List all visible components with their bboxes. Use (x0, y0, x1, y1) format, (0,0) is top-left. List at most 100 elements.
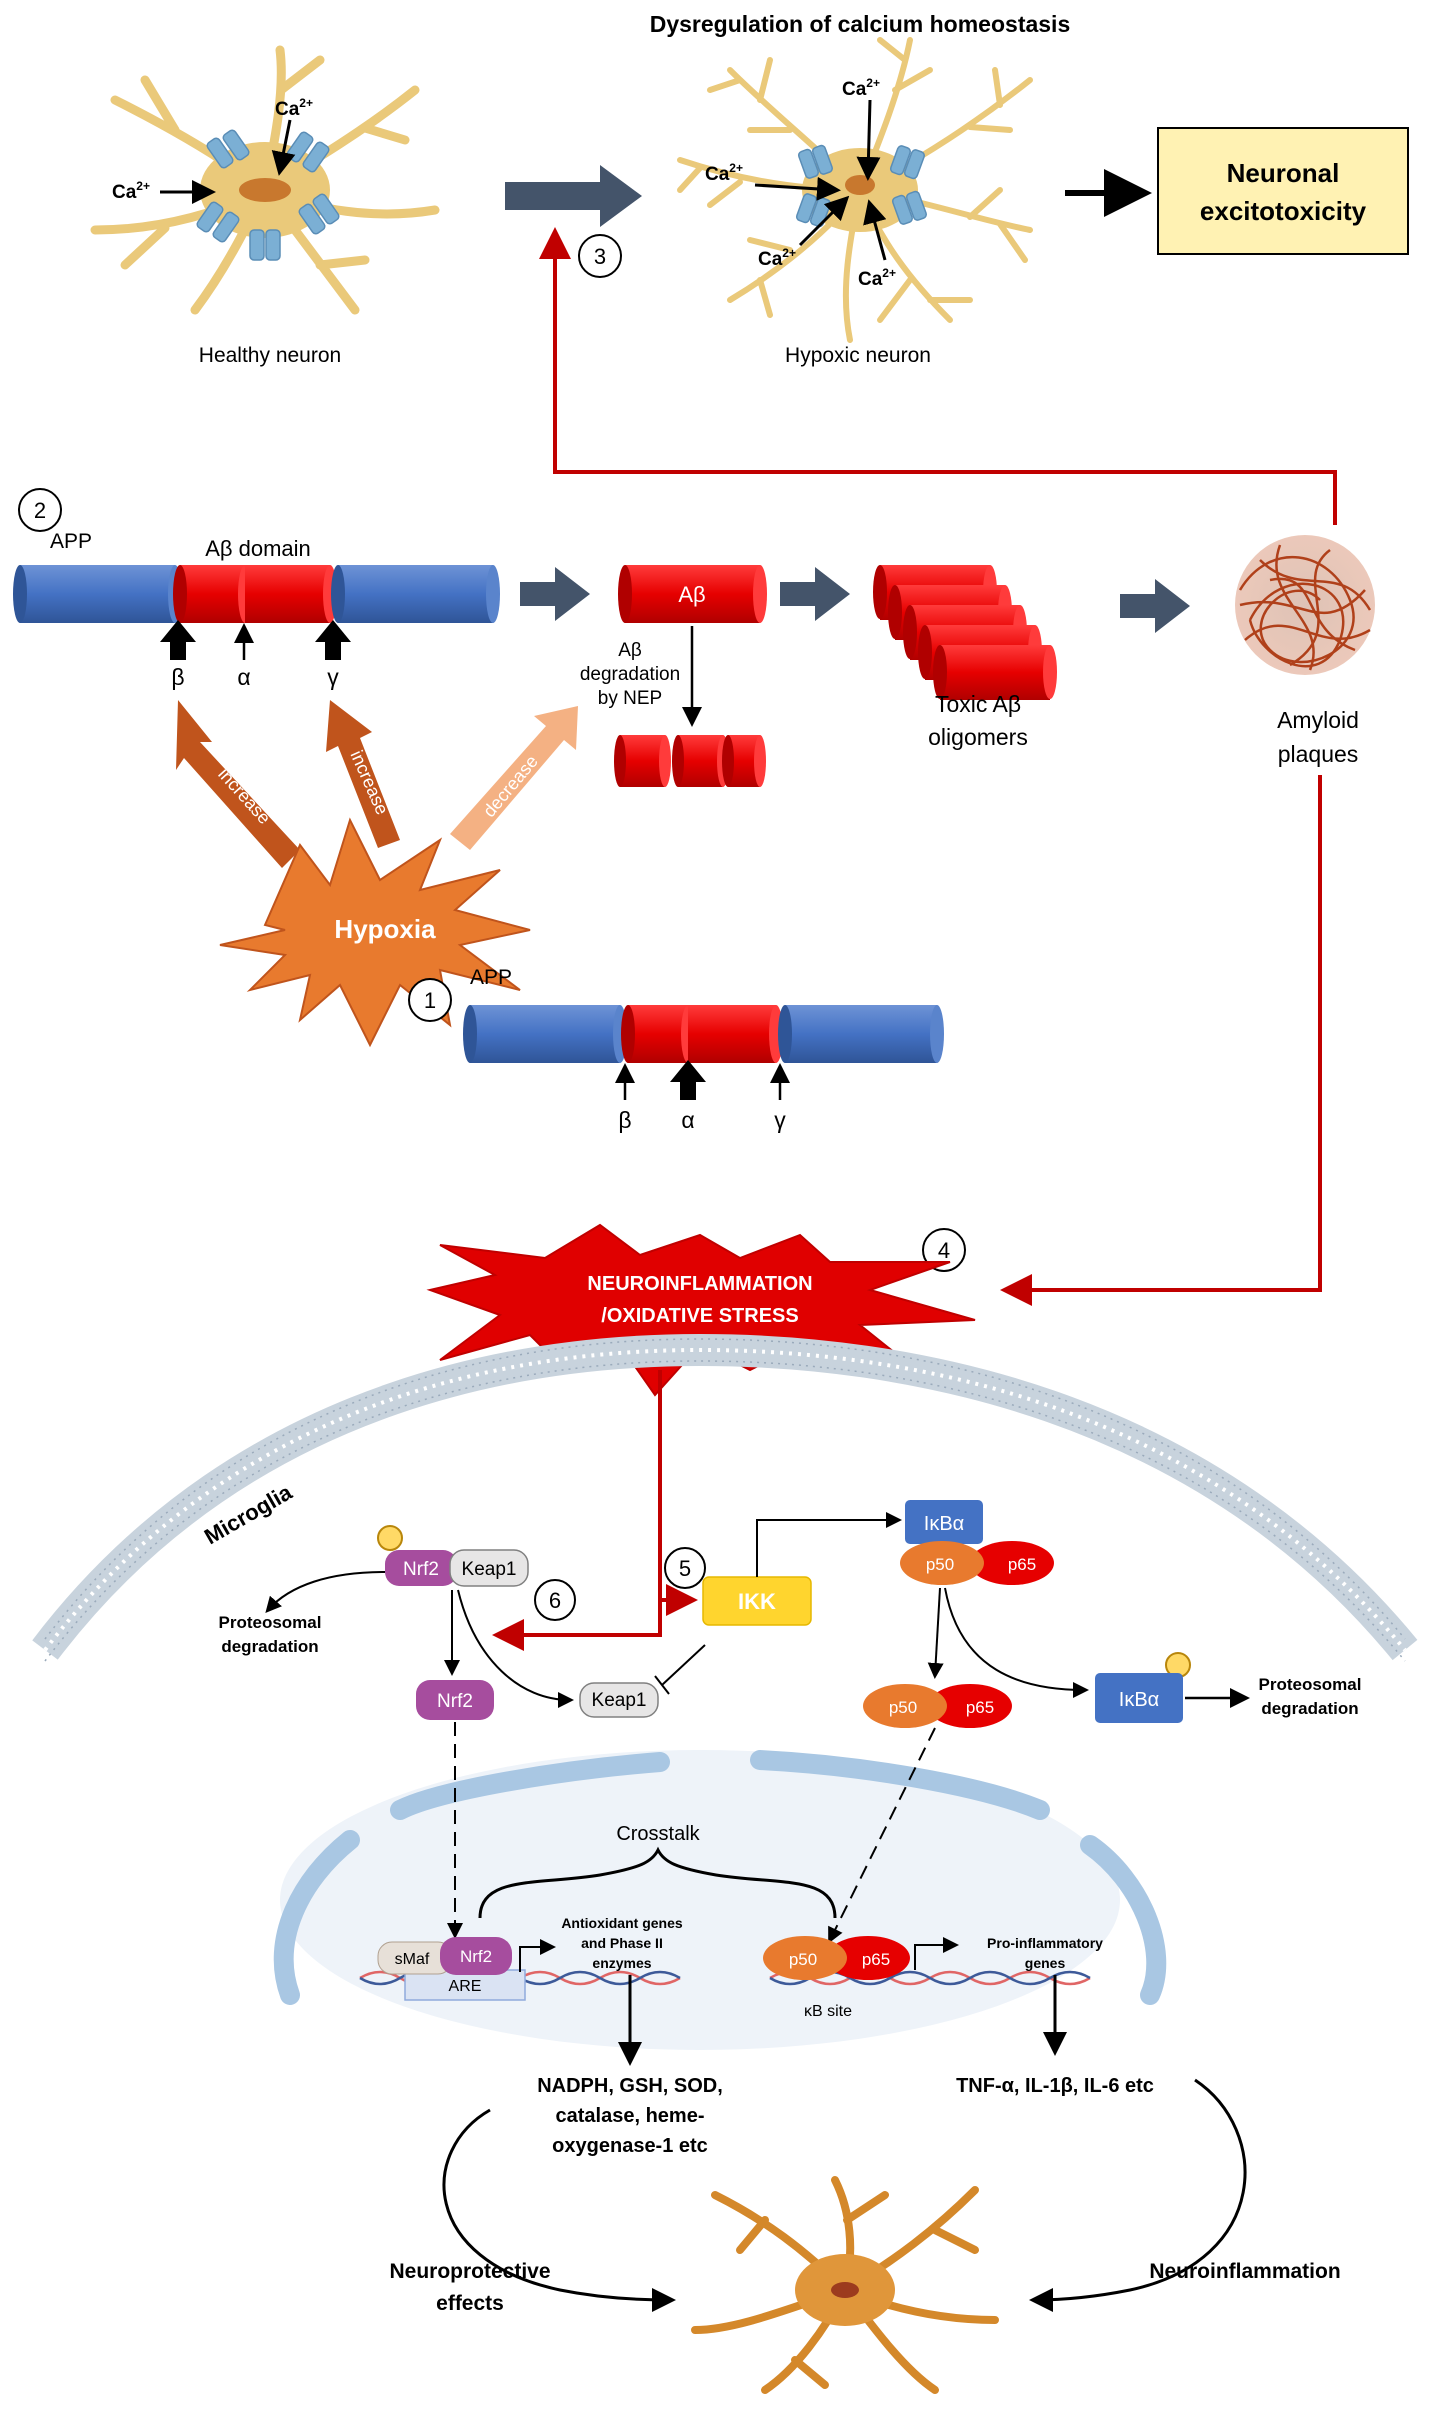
arrow-abeta-to-oligomers (780, 567, 850, 621)
step-5-circle (664, 1547, 706, 1589)
neuroprotective-line-1: Neuroprotective (389, 2260, 550, 2283)
free-keap1 (579, 1682, 659, 1718)
hypoxia-label: Hypoxia (334, 914, 436, 944)
nuclear-envelope-right (1080, 1835, 1167, 2005)
app-segments-bottom (463, 1005, 944, 1063)
free-p65-label: p65 (966, 1698, 994, 1717)
svg-text:Ca2+: Ca2+ (705, 161, 743, 185)
plaques-line-1: Amyloid (1277, 707, 1359, 733)
nuclear-envelope-left (273, 1830, 360, 2005)
hypoxic-ca-label-bottom-left: Ca2+ (758, 246, 796, 270)
beta-label-bottom: β (618, 1107, 631, 1133)
amyloid-plaque (1235, 535, 1375, 675)
gamma-arrow-top (315, 620, 351, 660)
excitotoxicity-box (1157, 127, 1409, 255)
antioxidant-line-2: and Phase II (581, 1935, 663, 1951)
ikk-label: IKK (738, 1589, 776, 1614)
oligomers-line-2: oligomers (928, 724, 1028, 750)
excitotoxicity-line-1: Neuronal (1227, 158, 1340, 188)
free-p50-label: p50 (889, 1698, 917, 1717)
proinflammatory-line-1: Pro-inflammatory (987, 1935, 1103, 1951)
inflammation-line-1: NEUROINFLAMMATION (587, 1273, 812, 1295)
hypoxic-ca-label-bottom-right: Ca2+ (858, 266, 896, 290)
ikk-inhibits-keap1 (661, 1644, 706, 1686)
increase-arrow-gamma: increase (326, 700, 400, 848)
nep-line-3: by NEP (598, 688, 662, 709)
nep-line-1: Aβ (618, 640, 642, 661)
step-4-circle (922, 1228, 966, 1272)
nuclear-p65-label: p65 (862, 1950, 890, 1969)
abeta-domain-label: Aβ domain (205, 536, 311, 561)
hypoxic-neuron-label: Hypoxic neuron (785, 344, 931, 367)
free-p65 (928, 1684, 1012, 1728)
oligomers-line-1: Toxic Aβ (935, 691, 1021, 717)
nrf2-complex-keap1 (449, 1549, 529, 1587)
svg-text:Ca2+: Ca2+ (758, 246, 796, 270)
smaf-label: sMaf (395, 1951, 430, 1968)
hypoxic-ca-arrow-bottom-left (798, 195, 850, 247)
p65-complex-label: p65 (1008, 1555, 1036, 1574)
neuroprotective-line-2: effects (436, 2292, 504, 2315)
hypoxic-ca-label-top: Ca2+ (842, 76, 880, 100)
free-p50 (863, 1684, 947, 1728)
svg-text:Ca2+: Ca2+ (858, 266, 896, 290)
free-keap1-label: Keap1 (592, 1690, 647, 1711)
crosstalk-label: Crosstalk (616, 1823, 700, 1845)
svg-text:Ca2+: Ca2+ (275, 96, 313, 120)
crosstalk-brace (478, 1846, 837, 1919)
neuroinflammation-label: Neuroinflammation (1149, 2260, 1340, 2283)
arrow-proinflammatory-genes (914, 1937, 959, 1970)
proteosomal-left-2: degradation (221, 1637, 318, 1656)
proteosomal-right-1: Proteosomal (1259, 1675, 1362, 1694)
step-5-number: 5 (679, 1556, 691, 1581)
nuclear-envelope-top-right (750, 1750, 1050, 1820)
step-3-number: 3 (594, 244, 606, 269)
step-4-number: 4 (938, 1238, 950, 1263)
healthy-ca-label-1: Ca2+ (275, 96, 313, 120)
arrow-app-to-abeta (520, 567, 590, 621)
svg-text:decrease: decrease (479, 751, 542, 821)
healthy-neuron-label: Healthy neuron (199, 344, 341, 367)
plaques-line-2: plaques (1278, 741, 1359, 767)
gamma-label-top: γ (327, 664, 339, 690)
nuclear-p50-label: p50 (789, 1950, 817, 1969)
healthy-neuron (90, 45, 440, 315)
toxic-oligomers-stack (873, 565, 1057, 700)
alpha-arrow-bottom (670, 1060, 706, 1100)
are-label: ARE (449, 1978, 482, 1995)
increase-arrow-beta: increase (176, 700, 300, 868)
step-1-number: 1 (424, 988, 436, 1013)
arrow-oligomers-to-plaques (1120, 579, 1190, 633)
hypoxic-ca-arrow-left (754, 176, 841, 201)
free-ikba-label: IκBα (1119, 1689, 1159, 1711)
ikba-complex-label: IκBα (924, 1513, 964, 1535)
decrease-arrow-nep: decrease (450, 706, 578, 850)
free-ikba (1095, 1673, 1183, 1723)
alpha-label-top: α (237, 664, 250, 690)
abeta-cylinder (618, 565, 767, 623)
nuclear-nrf2 (440, 1937, 512, 1975)
kb-site-label: κB site (804, 2003, 852, 2020)
p50-complex (900, 1541, 984, 1585)
svg-text:Ca2+: Ca2+ (842, 76, 880, 100)
arrow-nfkb-release (927, 1587, 944, 1679)
arrow-neuroinflammation (1029, 2078, 1247, 2312)
healthy-ca-label-2: Ca2+ (112, 179, 150, 203)
beta-arrow-top (160, 620, 196, 660)
arrow-ikba-degrade (944, 1587, 1089, 1698)
nuclear-p65 (826, 1936, 910, 1980)
hypoxic-ca-label-left: Ca2+ (705, 161, 743, 185)
step-3-circle (578, 234, 622, 278)
calcium-title: Dysregulation of calcium homeostasis (650, 11, 1071, 37)
app-label-top: APP (50, 530, 92, 553)
step-1-circle (408, 978, 452, 1022)
inflammation-line-2: /OXIDATIVE STRESS (601, 1305, 798, 1327)
abeta-label: Aβ (678, 582, 705, 607)
proteosomal-left-1: Proteosomal (219, 1613, 322, 1632)
enzymes-line-2: catalase, heme- (556, 2105, 705, 2127)
arrow-ikk-to-ikba (756, 1512, 902, 1577)
step-6-number: 6 (549, 1588, 561, 1613)
abeta-fragments (614, 735, 766, 787)
target-neuron (691, 2176, 999, 2394)
enzymes-line-1: NADPH, GSH, SOD, (537, 2075, 723, 2097)
